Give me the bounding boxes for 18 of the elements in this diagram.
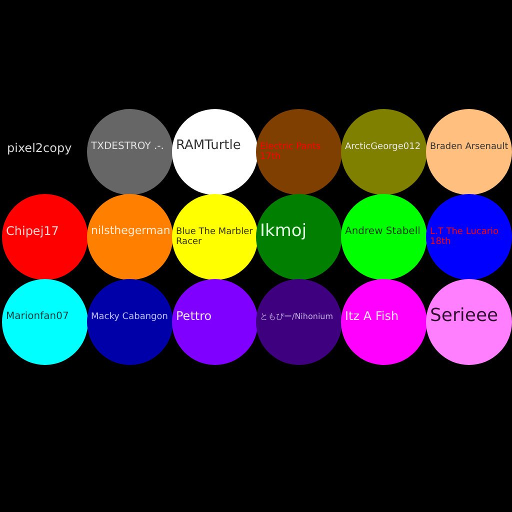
name-label: L.T The Lucario 18th: [430, 226, 500, 248]
name-label: Serieee: [430, 306, 500, 327]
name-label: Pettro: [176, 310, 213, 324]
name-label: Braden Arsenault: [430, 142, 510, 152]
name-label: ともぴー/Nihonium: [260, 312, 334, 322]
name-label: Andrew Stabell: [345, 226, 422, 238]
name-label: ArcticGeorge012: [345, 142, 422, 152]
name-label: TXDESTROY .-.: [91, 141, 165, 152]
name-label: Electric Pants 17th: [260, 142, 322, 162]
name-label: nilsthegerman: [91, 225, 171, 238]
name-label: Blue The Marbler Racer: [176, 226, 254, 248]
name-label: Marionfan07: [6, 311, 70, 322]
name-label: RAMTurtle: [176, 139, 242, 154]
name-label: Chipej17: [6, 224, 60, 239]
name-label: pixel2copy: [7, 141, 72, 155]
name-label: Itz A Fish: [345, 310, 400, 324]
name-label: Macky Cabangon: [91, 312, 169, 322]
name-label: Ikmoj: [260, 222, 308, 242]
